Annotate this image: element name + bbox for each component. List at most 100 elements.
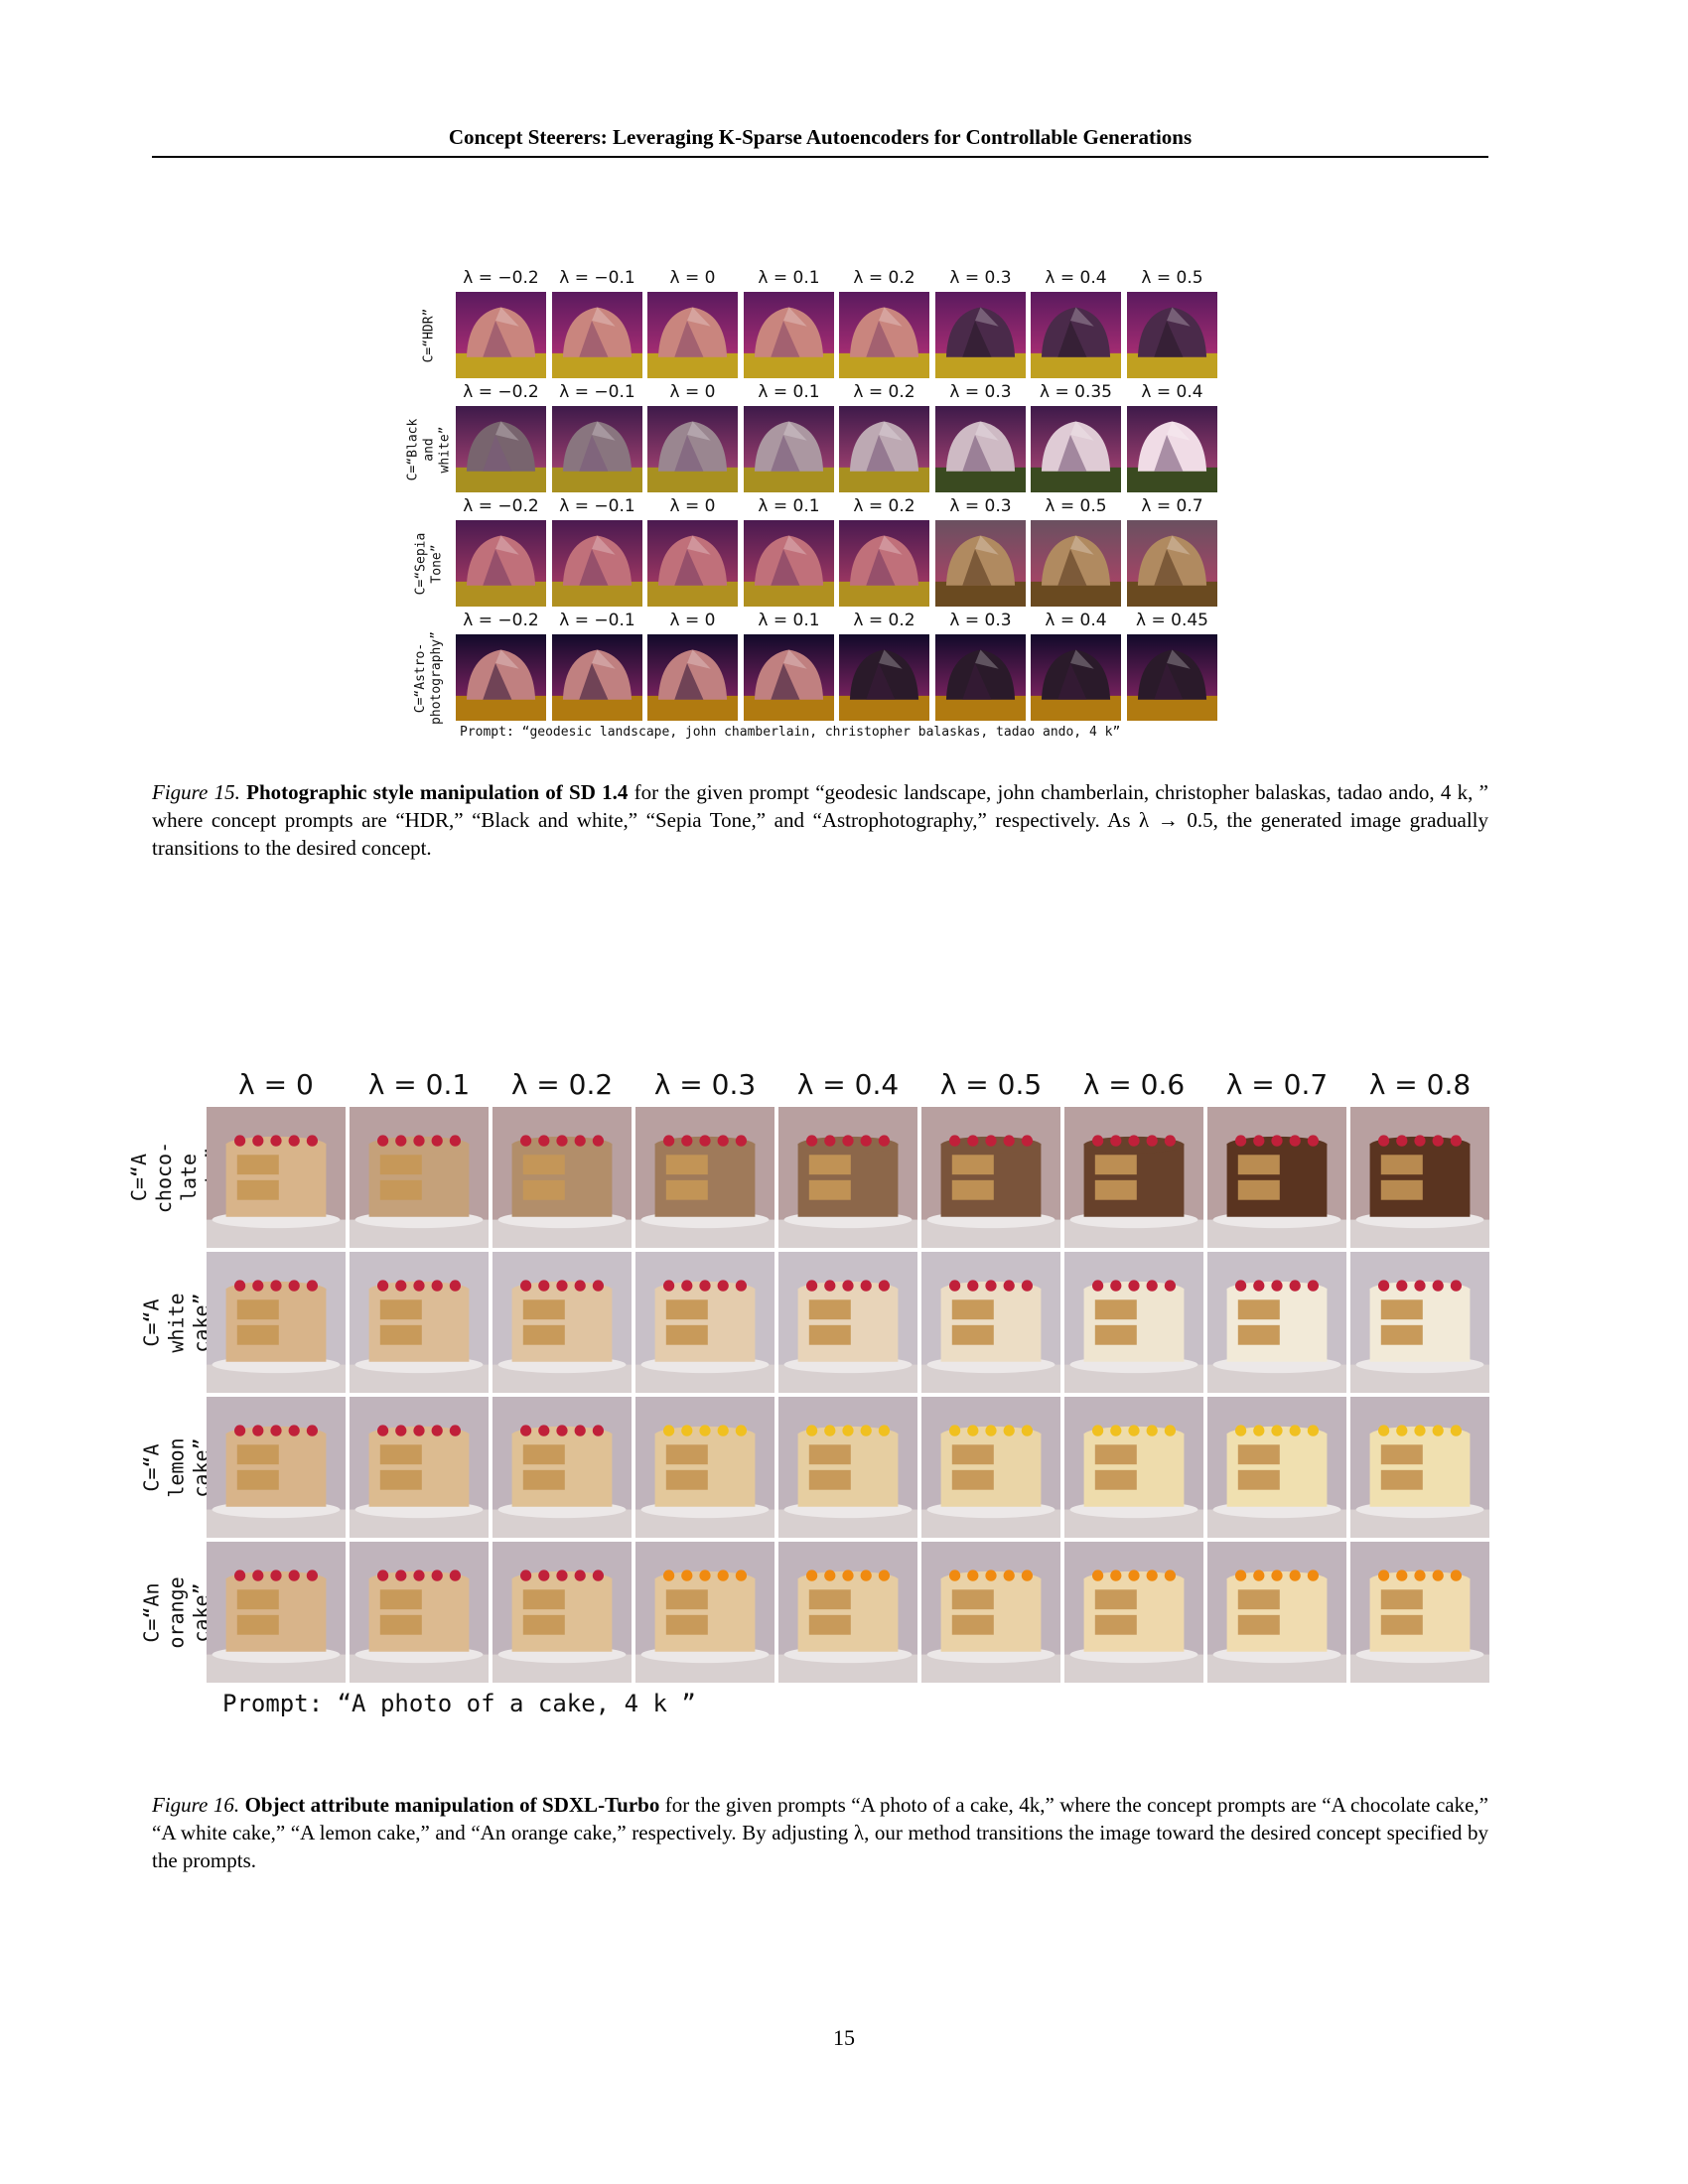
lambda-label: λ = 0.5 xyxy=(939,1068,1043,1101)
lambda-label: λ = 0.4 xyxy=(1141,382,1203,402)
image-tile xyxy=(778,1397,917,1538)
lambda-label: λ = −0.1 xyxy=(559,496,635,516)
image-tile xyxy=(839,520,929,607)
lambda-label: λ = 0.5 xyxy=(1045,496,1107,516)
image-tile xyxy=(456,634,546,721)
image-tile xyxy=(456,520,546,607)
image-tile xyxy=(492,1252,632,1393)
image-tile xyxy=(207,1107,346,1248)
image-tile xyxy=(1350,1252,1489,1393)
image-tile xyxy=(207,1252,346,1393)
image-tile xyxy=(839,634,929,721)
image-tile xyxy=(1031,406,1121,492)
caption-lead: Photographic style manipulation of SD 1.… xyxy=(246,780,629,804)
lambda-label: λ = 0.2 xyxy=(853,382,915,402)
image-tile xyxy=(350,1252,489,1393)
image-tile xyxy=(935,406,1026,492)
lambda-label: λ = −0.2 xyxy=(463,382,539,402)
image-tile xyxy=(921,1107,1060,1248)
lambda-label: λ = −0.2 xyxy=(463,268,539,288)
figure-15-caption: Figure 15. Photographic style manipulati… xyxy=(152,778,1488,862)
lambda-label: λ = 0.2 xyxy=(853,268,915,288)
lambda-label: λ = 0.3 xyxy=(949,611,1012,630)
lambda-label: λ = 0 xyxy=(669,611,716,630)
image-tile xyxy=(647,292,738,378)
lambda-label: λ = 0.4 xyxy=(1045,611,1107,630)
header-rule xyxy=(152,156,1488,158)
image-tile xyxy=(350,1397,489,1538)
image-tile xyxy=(350,1542,489,1683)
row-label-text: C=“An orange cake” xyxy=(139,1575,213,1649)
prompt-text: Prompt: “A photo of a cake, 4 k ” xyxy=(222,1690,696,1717)
row-label: C=“Astro- photography” xyxy=(405,631,453,725)
lambda-label: λ = 0.8 xyxy=(1368,1068,1472,1101)
image-tile xyxy=(1031,634,1121,721)
image-tile xyxy=(552,634,642,721)
row-label-text: C=“Sepia Tone” xyxy=(413,532,444,595)
row-label-text: C=“HDR” xyxy=(421,308,437,362)
image-tile xyxy=(1127,406,1217,492)
caption-lead: Object attribute manipulation of SDXL-Tu… xyxy=(244,1793,660,1817)
image-tile xyxy=(456,406,546,492)
image-tile xyxy=(350,1107,489,1248)
prompt-text: Prompt: “geodesic landscape, john chambe… xyxy=(460,725,1121,740)
row-label: C=“A lemon cake” xyxy=(140,1397,213,1538)
row-label-text: C=“A lemon cake” xyxy=(139,1436,213,1498)
lambda-label: λ = −0.2 xyxy=(463,496,539,516)
image-tile xyxy=(1031,520,1121,607)
lambda-label: λ = 0.2 xyxy=(853,496,915,516)
caption-text: for the given prompts “A photo of a cake… xyxy=(152,1793,1488,1872)
lambda-label: λ = 0 xyxy=(669,496,716,516)
image-tile xyxy=(647,406,738,492)
image-tile xyxy=(1064,1107,1203,1248)
image-tile xyxy=(935,520,1026,607)
figure-number: Figure 15. xyxy=(152,780,240,804)
lambda-label: λ = 0.3 xyxy=(949,268,1012,288)
image-tile xyxy=(1207,1542,1346,1683)
image-tile xyxy=(1207,1252,1346,1393)
row-label: C=“An orange cake” xyxy=(140,1542,213,1683)
lambda-label: λ = 0.6 xyxy=(1082,1068,1186,1101)
image-tile xyxy=(492,1542,632,1683)
page-number: 15 xyxy=(833,2025,855,2050)
lambda-label: λ = 0.2 xyxy=(510,1068,614,1101)
lambda-label: λ = 0.45 xyxy=(1136,611,1208,630)
image-tile xyxy=(921,1397,1060,1538)
image-tile xyxy=(744,634,834,721)
row-label: C=“A choco- late cake” xyxy=(127,1107,225,1248)
image-tile xyxy=(552,292,642,378)
figure-16-caption: Figure 16. Object attribute manipulation… xyxy=(152,1791,1488,1874)
image-tile xyxy=(635,1107,774,1248)
lambda-label: λ = 0.4 xyxy=(796,1068,900,1101)
image-tile xyxy=(1350,1107,1489,1248)
image-tile xyxy=(635,1397,774,1538)
image-tile xyxy=(778,1107,917,1248)
image-tile xyxy=(1064,1397,1203,1538)
image-tile xyxy=(744,292,834,378)
lambda-label: λ = 0.3 xyxy=(653,1068,757,1101)
image-tile xyxy=(1031,292,1121,378)
image-tile xyxy=(935,292,1026,378)
image-tile xyxy=(778,1252,917,1393)
image-tile xyxy=(492,1397,632,1538)
row-label: C=“Black and white” xyxy=(405,406,453,492)
lambda-label: λ = 0.1 xyxy=(367,1068,471,1101)
lambda-label: λ = −0.2 xyxy=(463,611,539,630)
image-tile xyxy=(1207,1397,1346,1538)
lambda-label: λ = 0.1 xyxy=(758,382,820,402)
lambda-label: λ = −0.1 xyxy=(559,382,635,402)
lambda-label: λ = 0.35 xyxy=(1040,382,1112,402)
image-tile xyxy=(635,1542,774,1683)
lambda-label: λ = −0.1 xyxy=(559,611,635,630)
image-tile xyxy=(1064,1542,1203,1683)
image-tile xyxy=(1350,1542,1489,1683)
image-tile xyxy=(1127,634,1217,721)
lambda-label: λ = 0.1 xyxy=(758,268,820,288)
row-label: C=“A white cake” xyxy=(140,1252,213,1393)
row-label-text: C=“A white cake” xyxy=(139,1292,213,1353)
image-tile xyxy=(744,406,834,492)
lambda-label: λ = 0.5 xyxy=(1141,268,1203,288)
image-tile xyxy=(921,1252,1060,1393)
image-tile xyxy=(935,634,1026,721)
image-tile xyxy=(647,520,738,607)
